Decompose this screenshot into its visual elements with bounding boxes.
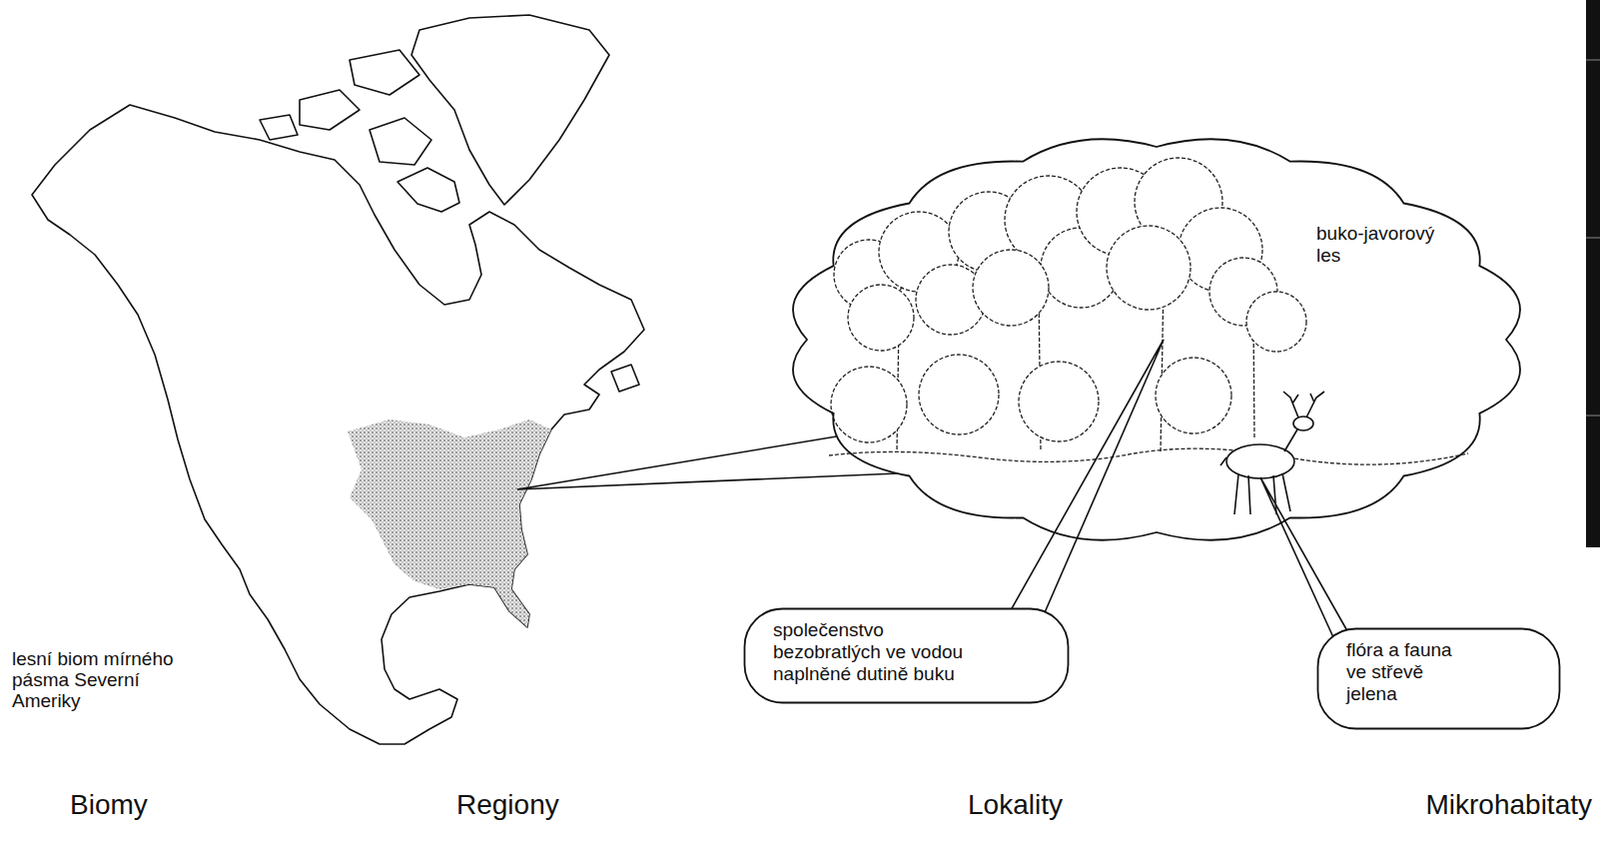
- node-text: flóra a fauna ve střevě jelena: [1346, 639, 1469, 706]
- cloud-border: [793, 138, 1521, 540]
- level-label: Regiony: [456, 789, 560, 821]
- node-text: buko-javorový les: [1316, 222, 1457, 267]
- bubble-border: [1318, 629, 1561, 730]
- deer-drawing: [1220, 391, 1325, 515]
- callout-bubble: společenstvo bezobratlých ve vodou napln…: [743, 607, 1070, 705]
- cloud-bubble: buko-javorový les: [781, 122, 1533, 557]
- forest-drawing: [828, 157, 1469, 465]
- forest-region: [347, 419, 552, 628]
- north-america-map: [31, 14, 645, 745]
- node-text: společenstvo bezobratlých ve vodou napln…: [773, 619, 988, 686]
- bubble-border: [745, 609, 1069, 704]
- level-label: Lokality: [967, 789, 1063, 821]
- cloud-tail: [517, 422, 921, 490]
- slide-edge-bars: [1586, 0, 1600, 548]
- callout-bubble: flóra a fauna ve střevě jelena: [1316, 627, 1562, 731]
- level-label: Biomy: [69, 789, 148, 821]
- map-label: lesní biom mírného pásma Severní Ameriky: [11, 649, 202, 713]
- level-label: Mikrohabitaty: [1425, 789, 1593, 821]
- cloud-outline: [781, 122, 1533, 557]
